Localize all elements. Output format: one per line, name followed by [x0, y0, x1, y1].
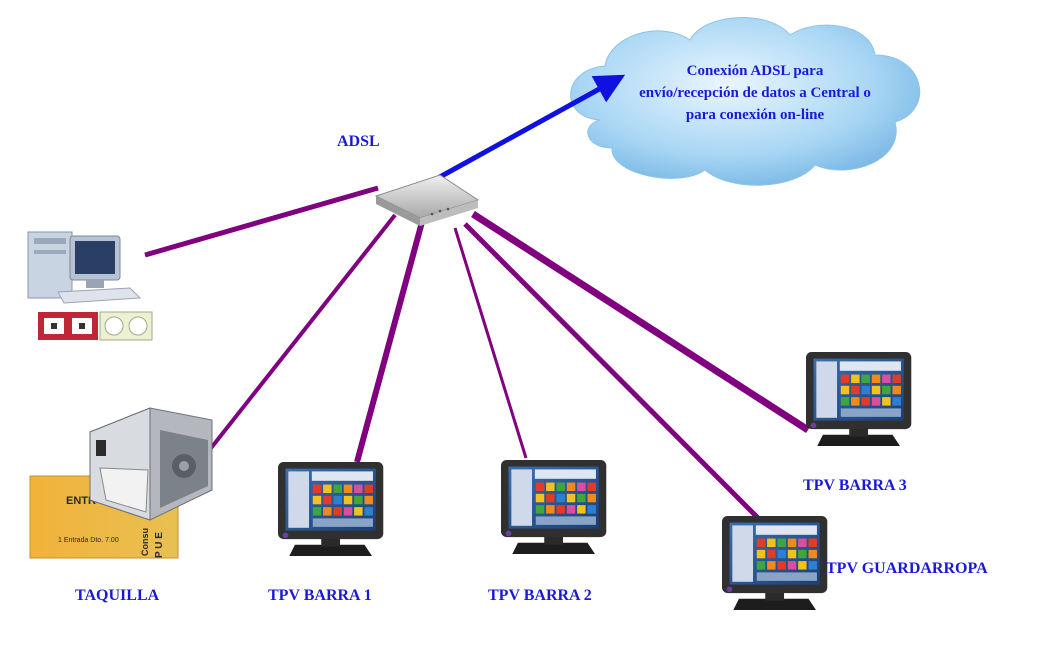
barra1-label: TPV BARRA 1 — [268, 587, 372, 604]
internet-cloud — [570, 17, 921, 186]
cloud-line-2: envío/recepción de datos a Central o — [639, 85, 871, 101]
link-pc — [144, 185, 379, 258]
cloud-line-3: para conexión on-line — [685, 107, 825, 123]
taquilla-label: TAQUILLA — [75, 587, 160, 604]
wall-sockets — [38, 311, 153, 341]
link-barra2 — [453, 227, 528, 459]
pc-computer — [27, 231, 142, 304]
barra3-label: TPV BARRA 3 — [803, 477, 907, 494]
link-guardarropa — [463, 222, 764, 524]
adsl-router — [374, 174, 480, 226]
pos-terminal-barra1 — [278, 462, 384, 556]
barra2-label: TPV BARRA 2 — [488, 587, 592, 604]
pos-terminal-guardarropa — [722, 516, 828, 610]
adsl-label: ADSL — [337, 133, 380, 150]
guardarropa-label: TPV GUARDARROPA — [826, 560, 988, 577]
pos-terminal-barra2 — [501, 460, 607, 554]
uplink-arrow — [436, 74, 626, 181]
network-links — [144, 74, 810, 524]
ticket-side2: P U E — [154, 532, 165, 558]
ticket-line2: 1 Entrada Dto. 7.00 — [58, 537, 119, 544]
ticket-printer — [89, 407, 213, 521]
link-barra1 — [354, 221, 425, 463]
ticket-side: Consu — [140, 528, 150, 556]
link-taquilla — [198, 213, 397, 464]
cloud-caption: Conexión ADSL para envío/recepción de da… — [600, 60, 910, 126]
pos-terminal-barra3 — [806, 352, 912, 446]
cloud-line-1: Conexión ADSL para — [686, 63, 824, 79]
ticket-line1: ENTR — [66, 495, 96, 507]
link-barra3 — [471, 211, 810, 433]
